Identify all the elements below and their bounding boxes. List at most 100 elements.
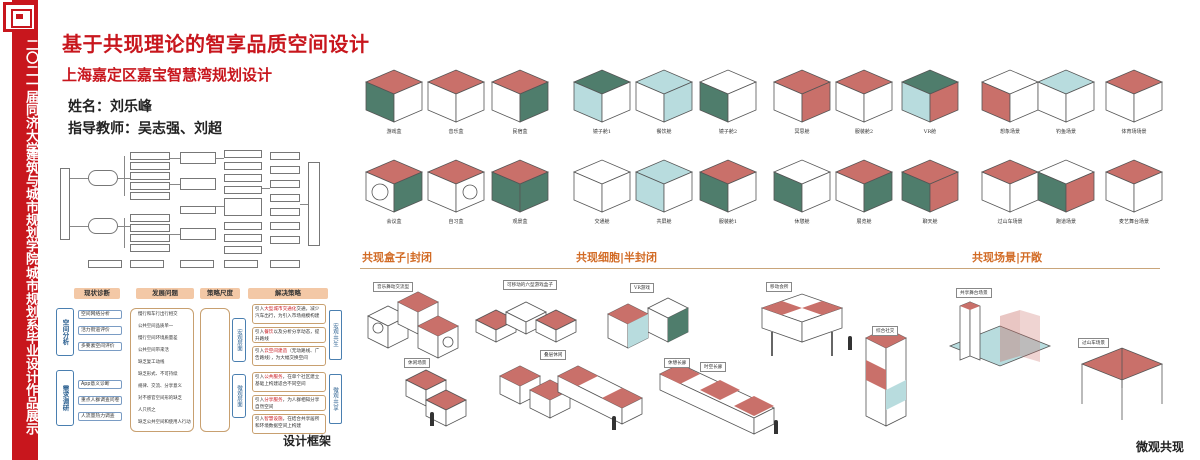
flow-node bbox=[270, 260, 300, 268]
flow-node bbox=[130, 192, 170, 200]
flow-node bbox=[180, 228, 216, 240]
caption-micro-coexistence: 微观共现 bbox=[1136, 440, 1185, 454]
box-icon-label: 餐饮舱 bbox=[656, 129, 672, 135]
cluster-stacked-leisure bbox=[490, 352, 600, 432]
flow-node bbox=[224, 174, 262, 182]
person-figure-icon bbox=[774, 420, 778, 434]
person-figure-icon bbox=[430, 412, 434, 426]
side-label-micro: 微观·共享 bbox=[329, 374, 342, 424]
school-logo-icon bbox=[3, 2, 37, 32]
box-icon: 冥思舱 bbox=[768, 66, 836, 138]
flow-connector bbox=[124, 156, 125, 196]
cluster-label: 音乐舞动交流型 bbox=[373, 282, 414, 292]
strategy-header-issues: 发展问题 bbox=[136, 288, 194, 299]
diagnosis-row: 多要素空间评价 bbox=[78, 342, 122, 351]
flow-node bbox=[270, 236, 300, 244]
flow-node-root bbox=[60, 168, 70, 240]
solution-text: 引入 bbox=[255, 307, 265, 312]
flow-node bbox=[224, 150, 262, 158]
page-subtitle: 上海嘉定区嘉宝智慧湾规划设计 bbox=[62, 66, 273, 84]
scale-micro: 微观层面 bbox=[232, 374, 246, 418]
category-needs-survey: 需求调研 bbox=[56, 370, 74, 426]
section-label-scene: 共现场景|开敞 bbox=[972, 251, 1043, 264]
box-icon-label: 观景盒 bbox=[512, 219, 528, 225]
section-divider bbox=[360, 268, 1160, 269]
cluster-label: 时空长廊 bbox=[700, 362, 727, 372]
box-icon-label: 钓鱼场景 bbox=[1055, 129, 1076, 135]
solution-box: 引入分享服务，为人群相知分享自然空间 bbox=[252, 395, 326, 411]
flow-node bbox=[224, 260, 258, 268]
flow-node bbox=[224, 234, 262, 242]
flow-node bbox=[130, 214, 170, 222]
box-icon: 会议盒 bbox=[360, 156, 428, 228]
box-icon: 麦艺舞台场景 bbox=[1100, 156, 1168, 228]
issue-item: 对不感官空间形的缺乏 bbox=[138, 396, 182, 401]
box-icon: 民宿盒 bbox=[486, 66, 554, 138]
person-figure-icon bbox=[848, 336, 852, 350]
box-icon: 自习盒 bbox=[422, 156, 490, 228]
solution-text: 以及分析分享动态，提升路线 bbox=[255, 330, 320, 342]
cluster-label: 过山车场景 bbox=[1078, 338, 1109, 348]
solution-text: 引入 bbox=[255, 349, 265, 354]
solution-text: ，为人群相知分享自然空间 bbox=[255, 398, 320, 410]
issue-item: 公共空间品质单一 bbox=[138, 324, 174, 329]
box-icon-label: 民宿盒 bbox=[512, 129, 528, 135]
issue-item: 人只所之 bbox=[138, 408, 156, 413]
cluster-social-hub bbox=[860, 320, 920, 440]
box-icon: 服装舱1 bbox=[694, 156, 762, 228]
flow-node bbox=[180, 260, 214, 268]
flow-node bbox=[130, 234, 170, 242]
sidebar-text-college: 建筑与城市规划学院 bbox=[23, 148, 38, 265]
flow-node bbox=[224, 198, 262, 216]
flow-connector bbox=[70, 226, 88, 227]
solution-highlight: 大型城市交通化 bbox=[264, 307, 297, 312]
flow-node bbox=[130, 260, 164, 268]
box-icon: 体育场场景 bbox=[1100, 66, 1168, 138]
solution-box: 引入智慧设施，在结合共享居所和环境数据空间上构建 bbox=[252, 414, 326, 434]
solution-box: 引入餐饮以及分析分享动态，提升路线 bbox=[252, 327, 326, 343]
solution-highlight: 云空间建造 bbox=[264, 349, 288, 354]
cluster-rest-corridor bbox=[552, 362, 652, 432]
caption-design-framework: 设计框架 bbox=[283, 434, 332, 448]
strategy-header-diagnosis: 现状诊断 bbox=[74, 288, 120, 299]
solution-box: 引入云空间建造（无动路线、广告路线），为大幅交换空间 bbox=[252, 346, 326, 366]
flow-node bbox=[180, 178, 216, 190]
issue-item: 慢行空间环境质量差 bbox=[138, 336, 178, 341]
cluster-mobile-club bbox=[752, 288, 852, 360]
box-icon-label: 镜子舱1 bbox=[592, 129, 612, 135]
cluster-label: 移动会所 bbox=[766, 282, 793, 292]
strategy-header-solutions: 解决策略 bbox=[248, 288, 328, 299]
issues-bracket bbox=[130, 308, 194, 432]
cluster-time-corridor bbox=[654, 360, 784, 440]
flow-connector bbox=[216, 158, 224, 159]
diagnosis-row: 重点人群调查问卷 bbox=[78, 396, 122, 405]
flow-connector bbox=[170, 158, 180, 159]
solution-box: 引入大型城市交通化交通，减少汽车出行，为引入市场规模构建 bbox=[252, 304, 326, 324]
box-icon-label: 游戏盒 bbox=[386, 129, 402, 135]
flow-connector bbox=[170, 234, 180, 235]
box-icon: 观景盒 bbox=[486, 156, 554, 228]
design-framework-flowchart bbox=[52, 148, 328, 278]
box-icon: 过山车场景 bbox=[976, 156, 1044, 228]
box-icon-label: 共屏舱 bbox=[656, 219, 672, 225]
cluster-music-dance bbox=[358, 286, 478, 366]
box-icon-label: 镜子舱2 bbox=[718, 129, 738, 135]
issue-item: 缺乏复工动线 bbox=[138, 360, 165, 365]
solution-box: 引入公共服务，在单个社区建立基础上构建适合不同空间 bbox=[252, 372, 326, 392]
scale-macro: 宏观层面 bbox=[232, 318, 246, 362]
box-icon-label: 休憩舱 bbox=[794, 219, 810, 225]
cluster-rollercoaster-scene bbox=[1072, 324, 1172, 424]
cluster-leisure-scene bbox=[396, 362, 486, 432]
box-icon-label: VR舱 bbox=[923, 129, 937, 135]
box-icon: 交通舱 bbox=[568, 156, 636, 228]
box-icon-label: 聊天舱 bbox=[922, 219, 938, 225]
solution-text: 交通，减少汽车出行，为引入市场规模构建 bbox=[255, 307, 320, 319]
flow-node bbox=[130, 182, 170, 190]
flow-connector bbox=[124, 218, 125, 248]
solution-text: 引入 bbox=[255, 330, 265, 335]
flow-node bbox=[270, 152, 300, 160]
diagnosis-row: 人流量热力调查 bbox=[78, 412, 122, 421]
flow-node bbox=[130, 152, 170, 160]
section-label-cell: 共现细胞|半封闭 bbox=[576, 251, 658, 264]
